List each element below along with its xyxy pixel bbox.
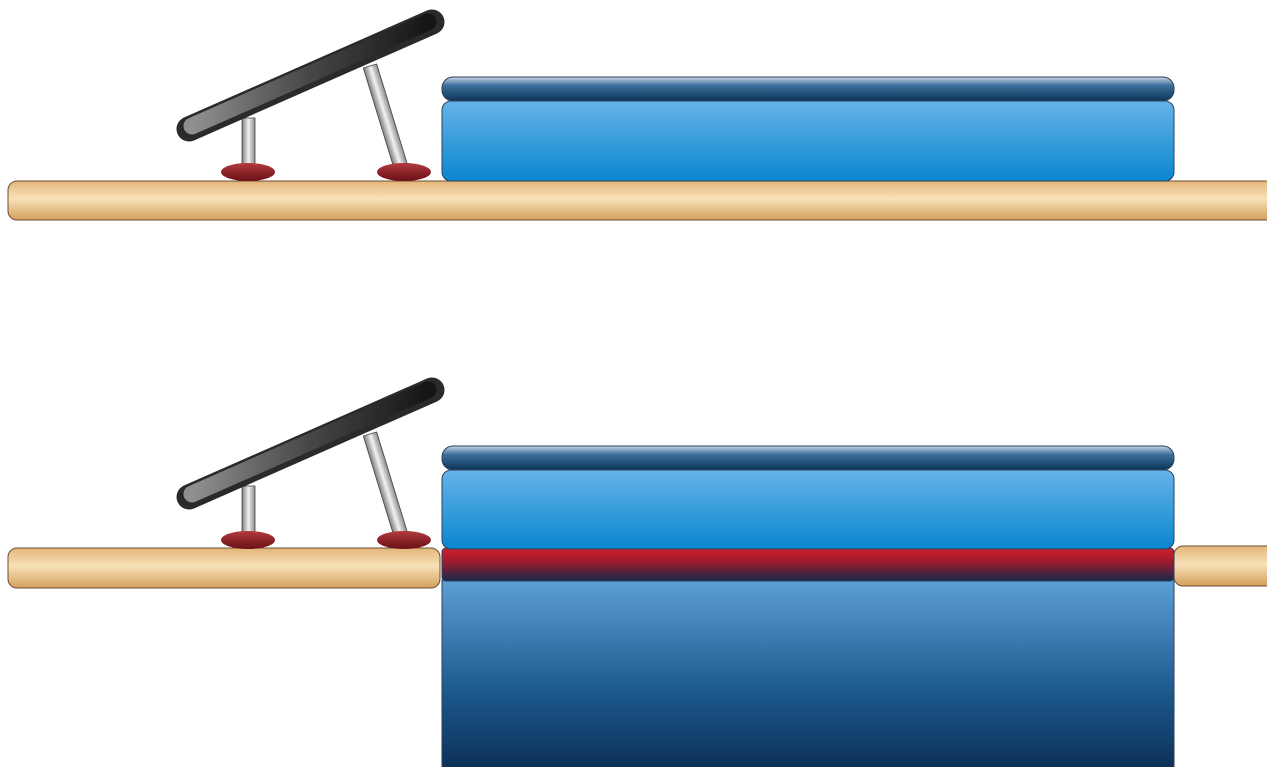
landing-mat-body — [441, 469, 1175, 550]
landing-mat-lower — [441, 445, 1175, 550]
springboard-board-sheen — [183, 381, 437, 503]
landing-mat-top-layer — [441, 445, 1175, 471]
top-panel — [7, 9, 1267, 221]
landing-mat-body — [441, 100, 1175, 182]
springboard — [176, 9, 445, 181]
springboard-rear-foot — [221, 163, 275, 181]
springboard-rear-post — [241, 485, 256, 539]
springboard-front-strut — [362, 431, 410, 544]
springboard-front-strut — [362, 63, 410, 176]
springboard-board-sheen — [183, 13, 437, 135]
springboard-front-foot — [377, 163, 431, 181]
springboard-rear-foot — [221, 531, 275, 549]
pit-edge — [441, 547, 1175, 582]
springboard-front-foot — [377, 531, 431, 549]
pit-foam — [441, 579, 1175, 767]
landing-mat-top-layer — [441, 76, 1175, 102]
runway — [7, 180, 1267, 221]
bottom-panel — [7, 377, 1267, 767]
runway-left — [7, 547, 441, 589]
landing-mat — [441, 76, 1175, 182]
springboard-lower — [176, 377, 445, 549]
springboard-rear-post — [241, 117, 256, 171]
runway-right — [1173, 545, 1267, 587]
